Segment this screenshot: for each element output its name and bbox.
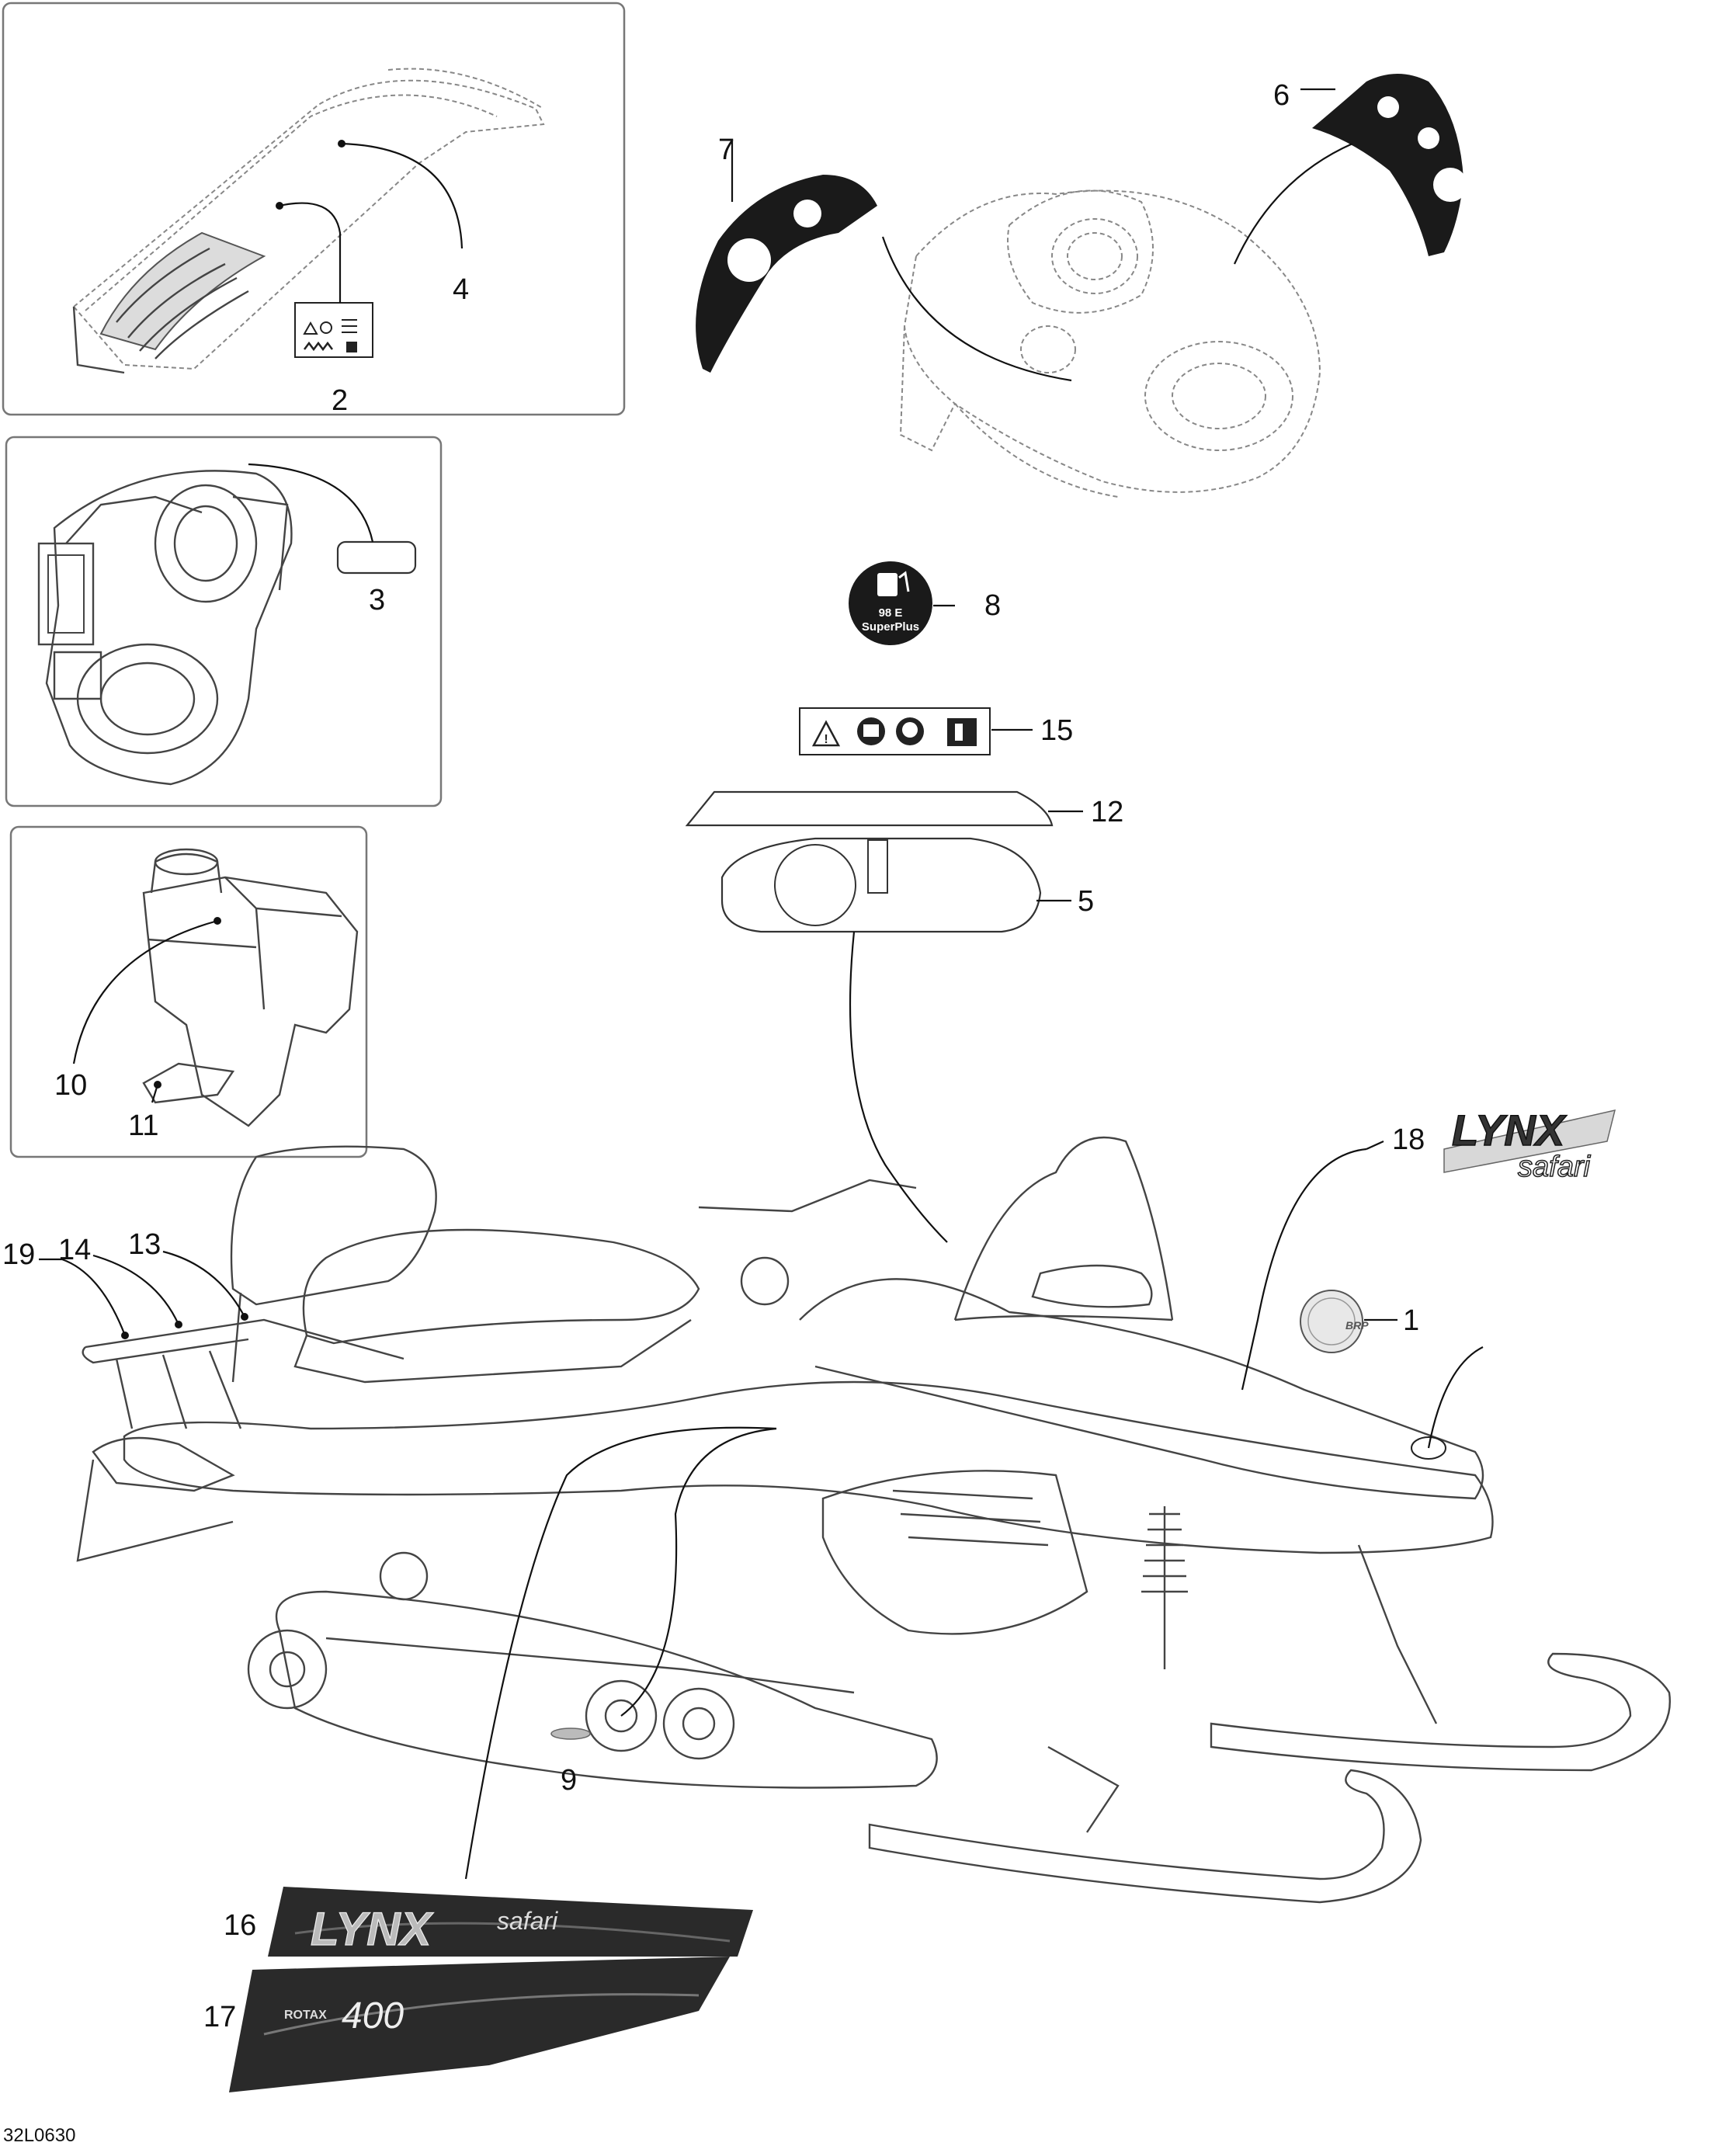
callout-1: 1 xyxy=(1403,1304,1419,1337)
logo-18-lynx: LYNX xyxy=(1452,1106,1568,1155)
panel-belt-guard: 3 xyxy=(5,436,443,807)
warning-strip-15: ! xyxy=(799,707,991,755)
console-decal-5 xyxy=(720,837,1042,933)
brp-logo-text: BRP xyxy=(1345,1319,1369,1332)
panel-seat-cover: 4 2 xyxy=(2,2,626,417)
drawing-code: 32L0630 xyxy=(3,2125,75,2146)
callout-12: 12 xyxy=(1091,796,1123,828)
logo-17-model: 400 xyxy=(342,1995,404,2037)
callout-18: 18 xyxy=(1392,1123,1425,1156)
logo-16-lynx: LYNX xyxy=(311,1903,435,1955)
snowmobile-outline xyxy=(76,1136,1672,1904)
svg-text:!: ! xyxy=(824,733,828,746)
belt-guard-outline xyxy=(37,470,293,786)
callout-14: 14 xyxy=(58,1234,91,1266)
callout-6: 6 xyxy=(1273,79,1290,112)
panel-oil-tank: 10 11 xyxy=(9,825,368,1158)
callout-8: 8 xyxy=(984,589,1001,622)
callout-9: 9 xyxy=(561,1764,577,1797)
callout-3: 3 xyxy=(369,584,385,616)
callout-11: 11 xyxy=(128,1109,158,1142)
side-decal-17: ROTAX 400 xyxy=(229,1957,730,2092)
callout-16: 16 xyxy=(224,1909,256,1942)
warning-label-2 xyxy=(294,302,373,358)
side-decal-16: LYNX safari xyxy=(268,1887,753,1957)
callout-2: 2 xyxy=(332,384,348,417)
callout-17: 17 xyxy=(203,2001,236,2033)
decal-8-line-2: SuperPlus xyxy=(862,620,919,634)
decal-8-line-1: 98 E xyxy=(879,606,903,620)
decal-7 xyxy=(696,175,877,373)
callout-4: 4 xyxy=(453,273,469,306)
lynx-safari-logo-18: LYNX safari xyxy=(1443,1105,1616,1184)
callout-7: 7 xyxy=(718,134,734,166)
logo-17-rotax: ROTAX xyxy=(284,2009,327,2022)
label-3 xyxy=(336,540,417,575)
console-assembly xyxy=(899,189,1321,498)
decal-12 xyxy=(685,790,1054,827)
callout-15: 15 xyxy=(1040,714,1073,747)
callout-13: 13 xyxy=(128,1228,161,1261)
logo-16-safari: safari xyxy=(497,1907,558,1935)
callout-5: 5 xyxy=(1078,885,1094,918)
callout-19: 19 xyxy=(2,1238,35,1271)
fuel-decal-8: 98 E SuperPlus xyxy=(849,561,932,645)
decal-6 xyxy=(1312,74,1467,256)
brp-logo-1: BRP xyxy=(1300,1290,1369,1353)
callout-10: 10 xyxy=(54,1069,87,1102)
logo-18-safari: safari xyxy=(1518,1151,1591,1183)
